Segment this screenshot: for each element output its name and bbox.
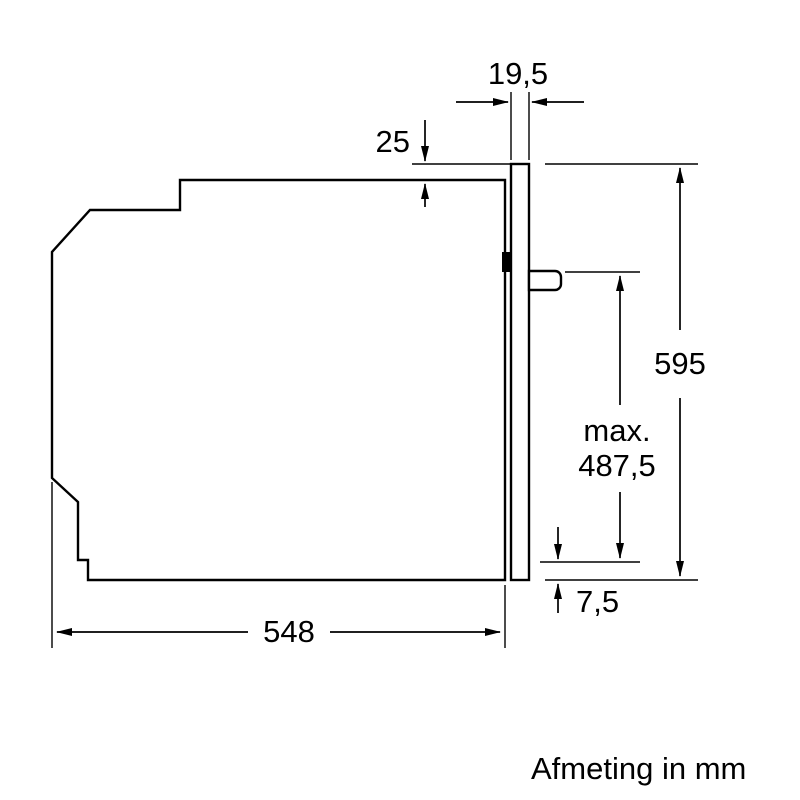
top-clearance-label: 25: [376, 124, 410, 159]
door-handle: [527, 269, 563, 292]
dimension-door-thickness: 19,5: [456, 56, 584, 160]
max-niche-prefix-label: max.: [583, 413, 650, 448]
max-niche-value-label: 487,5: [578, 448, 656, 483]
oven-body-outline: [50, 178, 507, 582]
dimension-total-height: 595: [545, 163, 706, 581]
depth-label: 548: [263, 614, 315, 649]
dimension-depth: 548: [51, 482, 506, 649]
oven-door-panel: [509, 162, 531, 582]
dimension-max-niche: max. 487,5: [565, 271, 656, 559]
dimension-top-clearance: 25: [376, 120, 511, 207]
units-caption: Afmeting in mm: [531, 751, 746, 786]
hinge-block: [502, 252, 512, 272]
bottom-gap-label: 7,5: [576, 584, 619, 619]
total-height-label: 595: [654, 346, 706, 381]
door-thickness-label: 19,5: [488, 56, 548, 91]
oven-outline: [50, 162, 563, 582]
dimension-bottom-gap: 7,5: [540, 527, 640, 619]
